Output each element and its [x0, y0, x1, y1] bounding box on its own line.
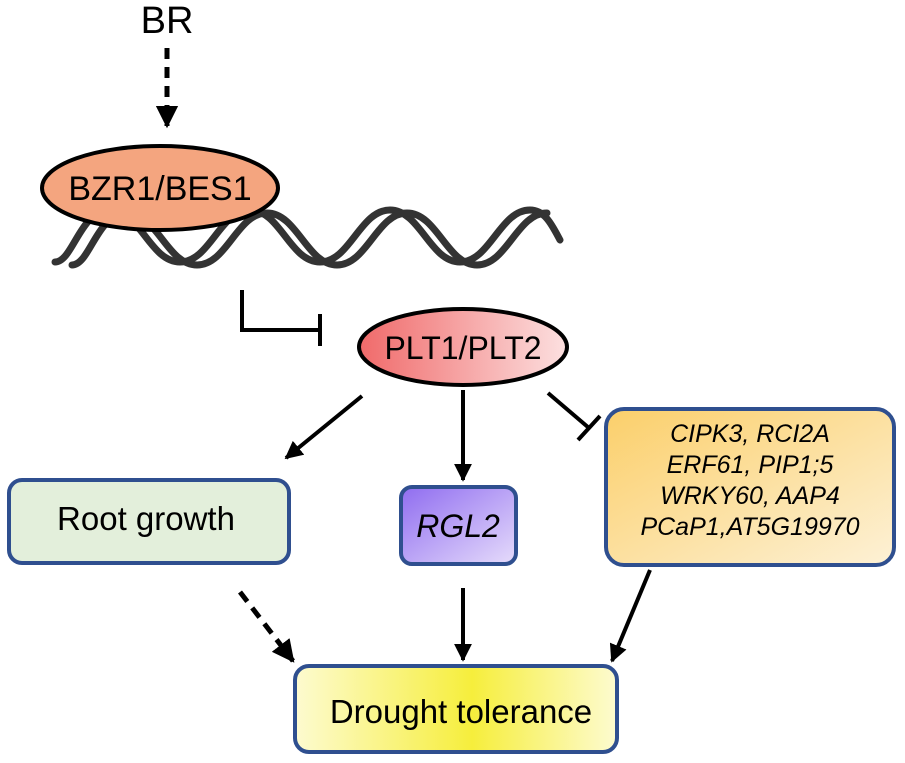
gene-line-2: ERF61, PIP1;5: [667, 451, 834, 479]
edge-plt-to-root-growth: [284, 394, 364, 460]
root-growth-box: [7, 478, 291, 565]
edge-bzr1-to-plt1: [240, 290, 322, 346]
node-drought-tolerance: Drought tolerance: [293, 664, 619, 754]
rgl2-box: [399, 485, 518, 566]
gene-line-4: PCaP1,AT5G19970: [640, 513, 859, 541]
br-label: BR: [141, 0, 194, 42]
edge-plt-to-genes: [546, 391, 602, 442]
edge-genes-to-drought: [609, 569, 652, 663]
repression-bar: [576, 414, 602, 442]
gene-line-3: WRKY60, AAP4: [660, 482, 840, 510]
genes-box: [604, 407, 896, 567]
gene-line-1: CIPK3, RCI2A: [670, 420, 830, 448]
edge-root-growth-to-drought: [238, 590, 295, 663]
node-bzr1-bes1: BZR1/BES1: [40, 144, 280, 232]
plt1-plt2-label: PLT1/PLT2: [384, 330, 541, 366]
drought-tolerance-box: [293, 664, 619, 754]
drought-tolerance-label: Drought tolerance: [330, 693, 592, 730]
repression-line: [546, 391, 591, 430]
node-genes: CIPK3, RCI2A ERF61, PIP1;5 WRKY60, AAP4 …: [604, 407, 896, 567]
root-growth-label: Root growth: [57, 500, 235, 537]
node-plt1-plt2: PLT1/PLT2: [357, 307, 569, 387]
bzr1-bes1-label: BZR1/BES1: [68, 170, 251, 208]
bzr1-bes1-ellipse: [40, 144, 280, 232]
node-root-growth: Root growth: [7, 478, 291, 565]
rgl2-label: RGL2: [416, 508, 500, 544]
repression-line: [240, 290, 320, 332]
node-rgl2: RGL2: [399, 485, 518, 566]
plt1-plt2-ellipse: [357, 307, 569, 387]
